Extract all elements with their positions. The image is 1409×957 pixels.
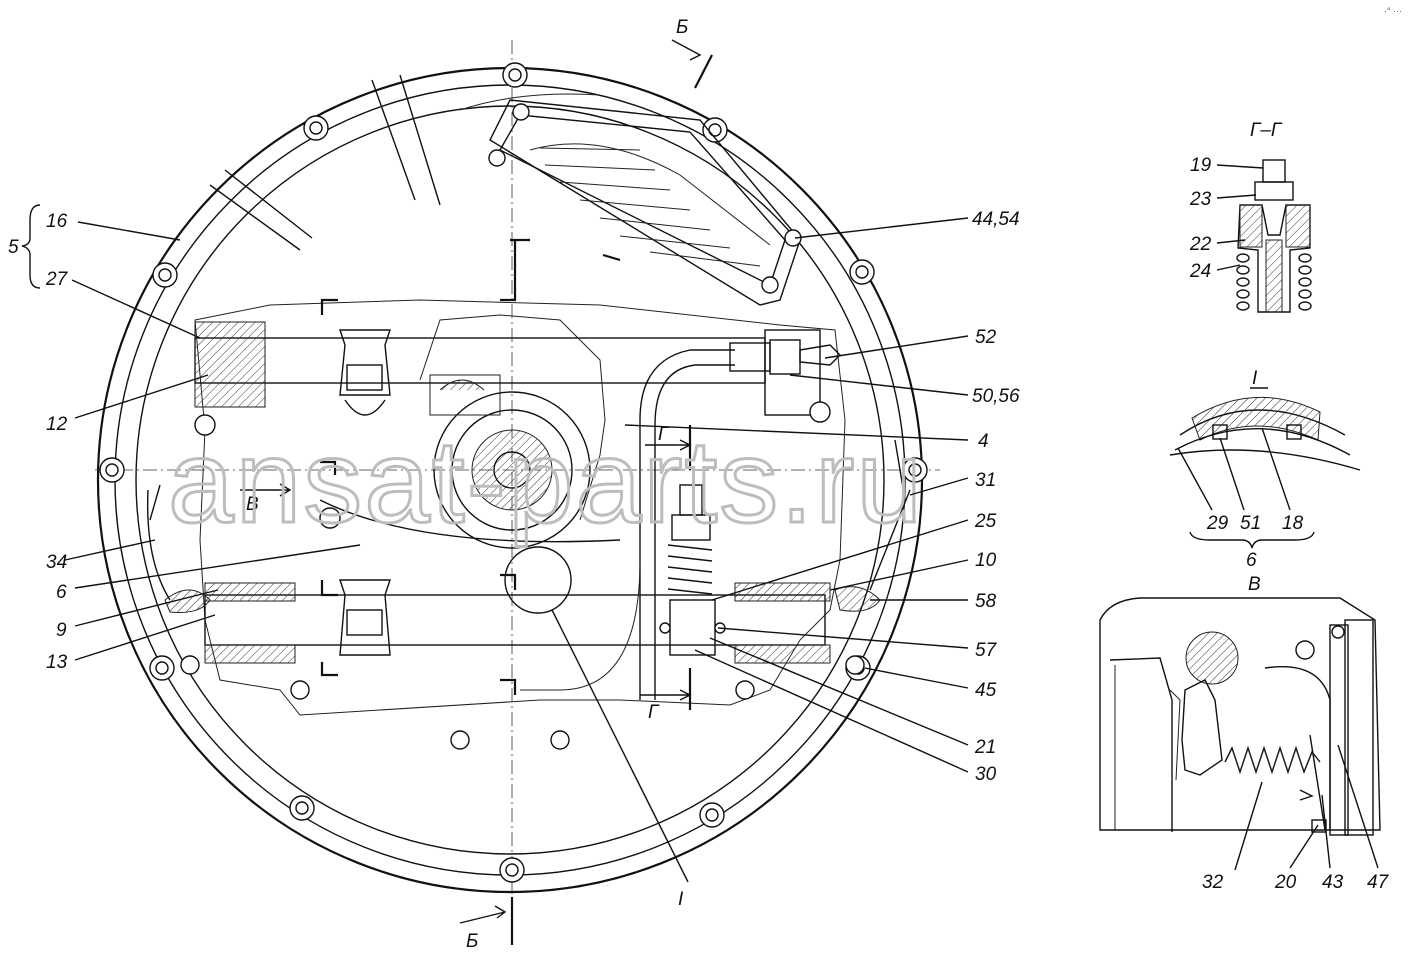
callout-13: 13	[46, 652, 68, 673]
callout-22: 22	[1189, 234, 1212, 255]
callout-50-56: 50,56	[972, 386, 1020, 407]
callout-57: 57	[975, 640, 998, 661]
callout-12: 12	[46, 414, 68, 435]
callout-27: 27	[45, 269, 69, 290]
section-g-top-label: Г	[658, 424, 670, 445]
section-b-top-label: Б	[676, 17, 688, 38]
view-arrow-v: В	[240, 483, 292, 515]
section-line-g: Г Г	[640, 424, 692, 723]
section-line-b: Б Б	[459, 17, 713, 952]
callout-6: 6	[56, 582, 67, 603]
callout-52: 52	[975, 327, 997, 348]
callout-9: 9	[56, 620, 67, 641]
callout-labels: 16 27 12 34 6 9 13 44,54 52 50,56 4 31 2…	[45, 209, 1020, 910]
callout-23: 23	[1189, 189, 1212, 210]
section-gg-view: Г–Г 19 23 22 24	[1189, 120, 1312, 313]
callout-24: 24	[1189, 261, 1211, 282]
callout-18: 18	[1282, 513, 1304, 534]
section-b-bottom-label: Б	[466, 931, 478, 952]
callout-16: 16	[46, 211, 68, 232]
callout-6-detail: 6	[1246, 550, 1257, 571]
perimeter-bolts	[99, 62, 928, 883]
watermark-text: ansat-parts.ru	[168, 416, 924, 548]
callout-4: 4	[978, 431, 989, 452]
section-g-bottom-label: Г	[648, 702, 660, 723]
view-v-arrow-label: В	[246, 494, 259, 515]
leader-lines	[64, 217, 969, 883]
callout-47: 47	[1367, 872, 1390, 893]
section-gg-title: Г–Г	[1250, 120, 1283, 141]
callout-31: 31	[975, 470, 996, 491]
callout-21: 21	[974, 737, 996, 758]
callout-58: 58	[975, 591, 997, 612]
detail-i-leader-label: I	[678, 889, 684, 910]
callout-29: 29	[1206, 513, 1229, 534]
callout-19: 19	[1190, 155, 1212, 176]
detail-i-title: I	[1252, 368, 1258, 389]
callout-30: 30	[975, 764, 997, 785]
group-brace-5: 5	[8, 204, 41, 289]
callout-51: 51	[1240, 513, 1261, 534]
section-corner-marks	[320, 238, 621, 695]
view-v-detail: В 32 20 43 47	[1099, 574, 1390, 893]
callout-44-54: 44,54	[972, 209, 1020, 230]
callout-43: 43	[1322, 872, 1344, 893]
ventilation-cover	[488, 99, 802, 306]
corner-mark: ·° ···	[1384, 6, 1402, 16]
callout-34: 34	[46, 552, 67, 573]
callout-20: 20	[1274, 872, 1297, 893]
callout-25: 25	[974, 511, 997, 532]
callout-10: 10	[975, 550, 997, 571]
view-v-title: В	[1248, 574, 1261, 595]
callout-45: 45	[975, 680, 997, 701]
detail-i-view: I 29 51 18 6	[1169, 368, 1361, 571]
callout-32: 32	[1202, 872, 1224, 893]
callout-5: 5	[8, 237, 19, 258]
